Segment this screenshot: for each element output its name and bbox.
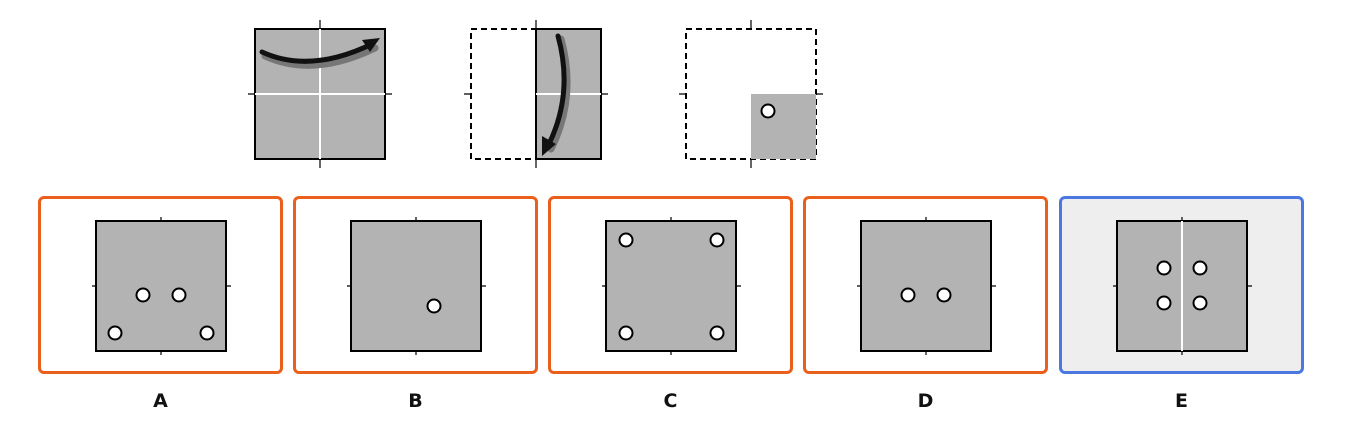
fold-step-2-diagram — [464, 20, 608, 168]
hole — [1156, 260, 1172, 276]
option-b[interactable] — [293, 196, 538, 374]
option-e-diagram — [1113, 217, 1252, 355]
option-d-diagram — [857, 217, 996, 355]
hole — [135, 287, 151, 303]
fold-step-3 — [671, 14, 831, 174]
punched-hole — [760, 103, 776, 119]
fold-step-3-diagram — [679, 20, 823, 168]
hole — [900, 287, 916, 303]
hole — [171, 287, 187, 303]
hole — [1156, 295, 1172, 311]
option-c-diagram — [602, 217, 741, 355]
option-label-c: C — [663, 390, 678, 412]
fold-step-1 — [240, 14, 400, 174]
option-a[interactable] — [38, 196, 283, 374]
hole — [709, 232, 725, 248]
hole — [936, 287, 952, 303]
option-e[interactable] — [1059, 196, 1304, 374]
answer-options: A B C D E — [0, 196, 1362, 439]
option-c[interactable] — [548, 196, 793, 374]
curved-arrow-down-icon — [542, 33, 571, 156]
hole — [618, 325, 634, 341]
option-label-e: E — [1175, 390, 1188, 412]
option-label-a: A — [153, 390, 168, 412]
hole — [199, 325, 215, 341]
option-d[interactable] — [803, 196, 1048, 374]
fold-step-2 — [456, 14, 616, 174]
option-label-b: B — [408, 390, 423, 412]
hole — [426, 298, 442, 314]
option-label-d: D — [917, 390, 934, 412]
hole — [107, 325, 123, 341]
option-a-diagram — [92, 217, 231, 355]
fold-sequence — [0, 0, 1362, 190]
hole — [618, 232, 634, 248]
fold-step-1-diagram — [248, 20, 392, 168]
hole — [709, 325, 725, 341]
option-b-diagram — [347, 217, 486, 355]
paper-quarter — [751, 94, 816, 159]
curved-arrow-right-icon — [259, 38, 380, 69]
hole — [1192, 295, 1208, 311]
paper-square — [860, 220, 992, 352]
hole — [1192, 260, 1208, 276]
paper-square — [350, 220, 482, 352]
